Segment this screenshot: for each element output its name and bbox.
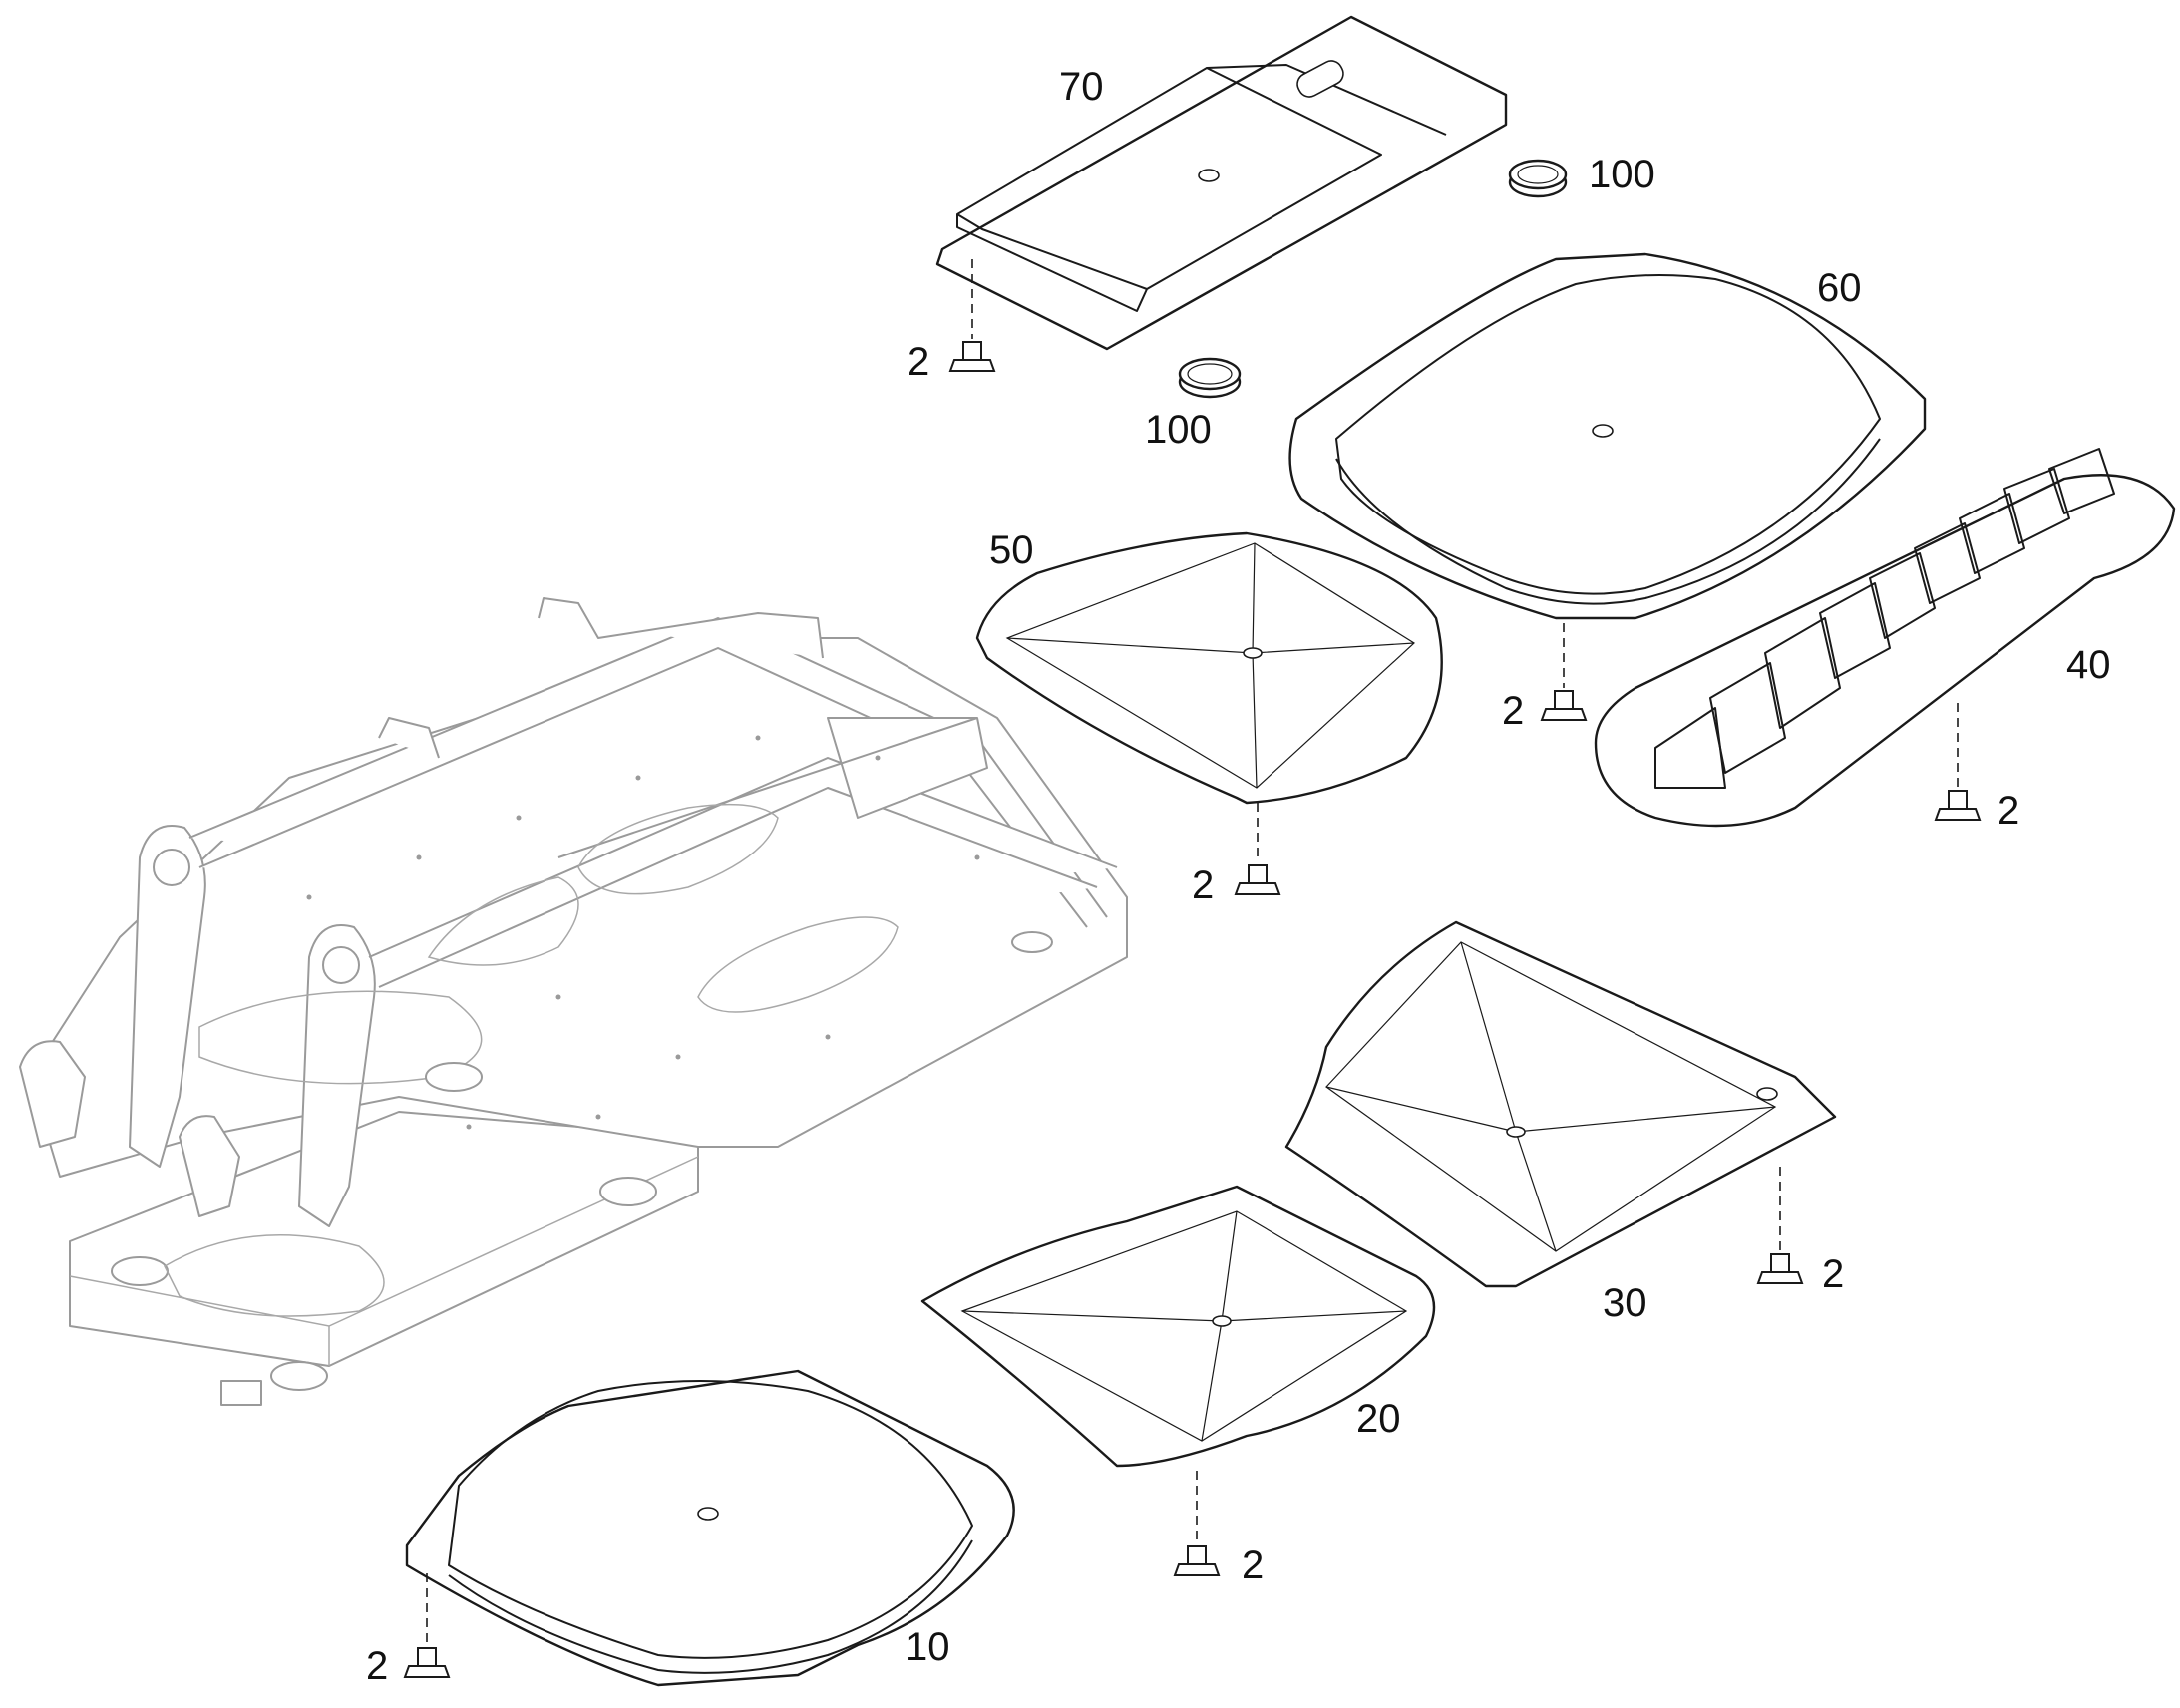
bolt-for-40: [1934, 703, 1982, 821]
callout-100-upper: 100: [1589, 153, 1655, 196]
part-10-cover: [405, 1369, 1015, 1687]
callout-bolt-20: 2: [1242, 1543, 1264, 1587]
bolt-for-60: [1540, 623, 1588, 721]
bolt-for-20: [1173, 1471, 1221, 1576]
callout-bolt-40: 2: [1998, 789, 2019, 833]
callout-10: 10: [906, 1625, 950, 1669]
callout-20: 20: [1356, 1397, 1401, 1441]
callout-bolt-10: 2: [366, 1644, 388, 1688]
callout-100-lower: 100: [1145, 408, 1212, 452]
part-100-grommet-upper: [1508, 159, 1568, 198]
callout-40: 40: [2066, 643, 2111, 687]
callout-labels: 70 100 100 60 50 40 30 20 10 2 2 2 2 2 2…: [366, 65, 2111, 1688]
part-60-cover: [1288, 252, 1927, 620]
callout-70: 70: [1059, 65, 1104, 109]
upper-frame-structure: [19, 597, 1128, 1406]
callout-50: 50: [989, 528, 1034, 572]
part-30-cover: [1284, 920, 1837, 1288]
callout-bolt-30: 2: [1822, 1252, 1844, 1296]
bolt-for-30: [1756, 1167, 1804, 1284]
callout-bolt-50: 2: [1192, 863, 1214, 907]
callout-bolt-70: 2: [908, 340, 929, 384]
part-70-cover: [935, 15, 1508, 351]
part-50-cover: [975, 531, 1443, 805]
bolt-for-10: [403, 1573, 451, 1678]
callout-60: 60: [1817, 266, 1862, 310]
part-40-vent-panel: [1594, 448, 2176, 828]
part-100-grommet-lower: [1178, 357, 1242, 399]
bolt-for-50: [1234, 803, 1281, 895]
callout-bolt-60: 2: [1502, 689, 1524, 733]
part-20-cover: [920, 1185, 1436, 1468]
bolt-for-70: [948, 259, 996, 372]
callout-30: 30: [1603, 1281, 1647, 1325]
